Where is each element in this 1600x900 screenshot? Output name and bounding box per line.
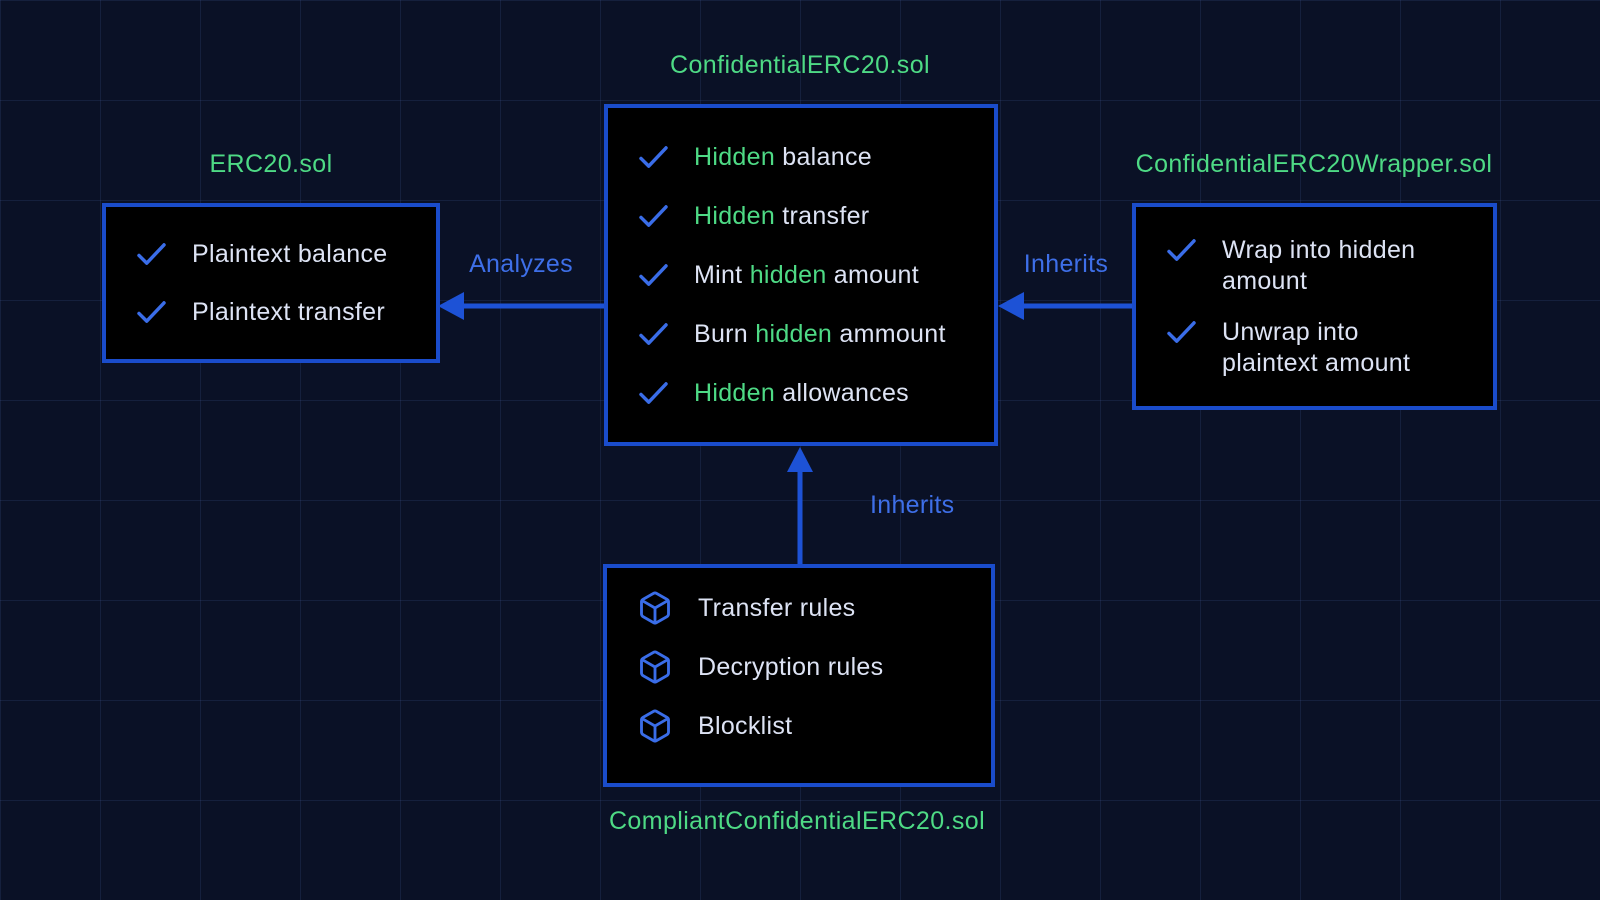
list-item: Plaintext transfer [106,297,436,327]
analyzes-arrow [438,292,604,320]
check-icon [638,322,669,347]
cube-icon [637,649,673,685]
edge-label-analyzes: Analyzes [469,250,573,278]
node-compliant-confidential-erc20: Transfer rules Decryption rules Blocklis… [603,564,995,787]
check-icon [1166,238,1197,263]
node-confidential-erc20: Hidden balance Hidden transfer Mint hidd… [604,104,998,446]
list-item: Burn hidden ammount [608,319,994,349]
list-item-label: Mint hidden amount [694,261,919,289]
inherits-bottom-arrow [787,447,813,564]
list-item: Plaintext balance [106,239,436,269]
node-erc20: Plaintext balance Plaintext transfer [102,203,440,363]
inherits-right-arrow [998,292,1132,320]
list-item: Unwrap into plaintext amount [1136,317,1493,379]
list-item: Hidden balance [608,142,994,172]
list-item-label: Plaintext transfer [192,298,385,326]
list-item: Transfer rules [607,590,991,626]
check-icon [638,381,669,406]
list-item: Hidden allowances [608,378,994,408]
list-item: Mint hidden amount [608,260,994,290]
check-icon [638,145,669,170]
list-item-label: Unwrap into plaintext amount [1222,317,1411,377]
check-icon [638,263,669,288]
node-title-confidential-erc20-wrapper: ConfidentialERC20Wrapper.sol [1135,150,1493,178]
list-item-label: Wrap into hidden amount [1222,235,1416,295]
list-item: Decryption rules [607,649,991,685]
list-item-label: Hidden balance [694,143,872,171]
list-item-label: Decryption rules [698,652,884,681]
node-title-confidential-erc20: ConfidentialERC20.sol [670,51,930,79]
node-title-erc20: ERC20.sol [209,150,333,178]
edge-label-inherits-right: Inherits [1023,250,1109,278]
edge-label-inherits-bottom: Inherits [870,491,955,519]
list-item: Hidden transfer [608,201,994,231]
cube-icon [637,590,673,626]
node-title-compliant-confidential-erc20: CompliantConfidentialERC20.sol [608,807,986,835]
list-item: Wrap into hidden amount [1136,235,1493,297]
list-item-label: Transfer rules [698,593,856,622]
arrowhead-left-icon [438,292,464,320]
check-icon [136,242,167,267]
list-item-label: Blocklist [698,711,793,740]
arrowhead-up-icon [787,447,813,472]
node-confidential-erc20-wrapper: Wrap into hidden amount Unwrap into plai… [1132,203,1497,410]
list-item-label: Plaintext balance [192,240,388,268]
list-item: Blocklist [607,708,991,744]
check-icon [638,204,669,229]
cube-icon [637,708,673,744]
check-icon [136,300,167,325]
check-icon [1166,320,1197,345]
list-item-label: Hidden allowances [694,379,909,407]
list-item-label: Hidden transfer [694,202,870,230]
list-item-label: Burn hidden ammount [694,320,946,348]
arrowhead-left-icon [998,292,1024,320]
